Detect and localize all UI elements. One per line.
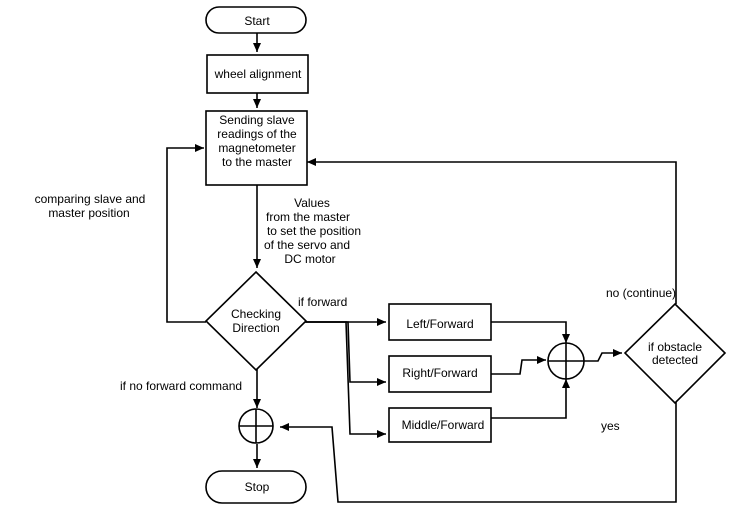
sending-slave-line-3: magnetometer xyxy=(218,141,295,155)
values-line-1: Values xyxy=(294,196,330,210)
left-forward-label: Left/Forward xyxy=(406,317,473,331)
left-forward-node: Left/Forward xyxy=(388,303,492,341)
sending-slave-line-2: readings of the xyxy=(217,127,297,141)
stop-junction xyxy=(238,408,274,444)
comparing-line-2: master position xyxy=(48,206,129,220)
values-from-master-label: Values from the master to set the positi… xyxy=(264,196,361,266)
checking-direction-node: Checking Direction xyxy=(204,270,308,372)
edge-middle-to-junction xyxy=(491,379,570,419)
right-forward-label: Right/Forward xyxy=(402,366,477,380)
edge-right-to-junction xyxy=(491,356,546,375)
sending-slave-node: Sending slave readings of the magnetomet… xyxy=(205,110,308,186)
values-line-3: to set the position xyxy=(267,224,361,238)
wheel-alignment-node: wheel alignment xyxy=(206,54,309,94)
obstacle-line-1: if obstacle xyxy=(648,340,702,354)
obstacle-node: if obstacle detected xyxy=(623,302,727,405)
start-node: Start xyxy=(205,6,307,34)
edge-no-continue xyxy=(307,158,677,304)
start-label: Start xyxy=(244,14,270,28)
stop-node: Stop xyxy=(205,470,307,504)
wheel-alignment-label: wheel alignment xyxy=(214,67,302,81)
checking-direction-line-2: Direction xyxy=(232,321,279,335)
edge-yes-to-stop-junction xyxy=(280,402,677,503)
middle-forward-label: Middle/Forward xyxy=(402,418,485,432)
comparing-line-1: comparing slave and xyxy=(35,192,146,206)
values-line-2: from the master xyxy=(266,210,350,224)
no-continue-label: no (continue) xyxy=(606,286,676,300)
sending-slave-line-4: to the master xyxy=(222,155,292,169)
edge-checking-to-middle xyxy=(300,321,386,438)
middle-forward-node: Middle/Forward xyxy=(388,407,492,443)
yes-label: yes xyxy=(601,419,620,433)
obstacle-line-2: detected xyxy=(652,353,698,367)
values-line-4: of the servo and xyxy=(264,238,350,252)
checking-direction-line-1: Checking xyxy=(231,307,281,321)
comparing-label: comparing slave and master position xyxy=(35,192,146,220)
edge-checking-to-right xyxy=(300,321,386,386)
values-line-5: DC motor xyxy=(284,252,335,266)
edge-left-to-junction xyxy=(491,321,570,343)
edge-feedback-comparing xyxy=(166,144,206,323)
if-forward-label: if forward xyxy=(298,295,347,309)
stop-label: Stop xyxy=(245,480,270,494)
if-no-forward-label: if no forward command xyxy=(120,379,242,393)
right-forward-node: Right/Forward xyxy=(388,355,492,393)
edge-junction-to-obstacle xyxy=(584,349,622,362)
direction-junction xyxy=(547,342,585,380)
sending-slave-line-1: Sending slave xyxy=(219,113,295,127)
